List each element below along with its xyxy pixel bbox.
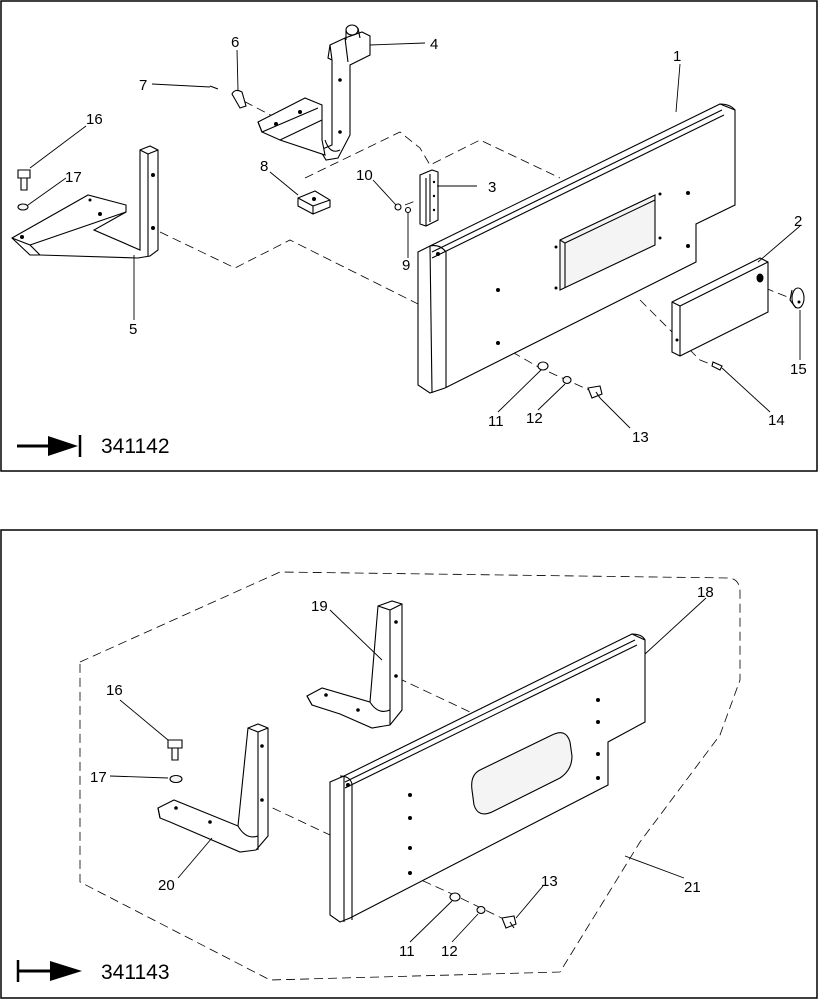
callout-16: 16 <box>106 682 123 699</box>
washer-part-11 <box>537 361 549 371</box>
lock-part-15 <box>789 287 805 309</box>
drawing-code: 341143 <box>101 961 170 984</box>
callout-15: 15 <box>790 361 807 378</box>
assembly-line <box>159 231 421 306</box>
callout-19: 19 <box>311 598 328 615</box>
view-arrow-icon <box>16 960 82 982</box>
assembly-line <box>259 801 331 836</box>
assembly-line <box>304 131 561 179</box>
cover-plate-part-2 <box>671 257 769 357</box>
bolt-part-16 <box>17 169 31 191</box>
callout-9: 9 <box>402 257 410 274</box>
lockwasher-part-12 <box>476 905 486 915</box>
callout-3: 3 <box>488 179 496 196</box>
l-bracket-part-19 <box>306 600 403 729</box>
callout-5: 5 <box>129 321 137 338</box>
l-bracket-part-5 <box>11 145 159 259</box>
screw-part-7 <box>209 85 219 90</box>
callout-16: 16 <box>86 111 103 128</box>
screw-part-13 <box>501 915 517 929</box>
assembly-line <box>404 199 419 206</box>
panel-frame <box>0 0 818 472</box>
drawing-code: 341142 <box>101 435 170 458</box>
callout-8: 8 <box>260 158 268 175</box>
kit-outline-part-21 <box>79 571 741 981</box>
screw-part-14 <box>711 361 723 371</box>
plate-part-18 <box>329 633 646 923</box>
panel-frame <box>0 529 818 999</box>
nut-part-10 <box>394 203 402 211</box>
bolt-part-16 <box>167 739 183 761</box>
callout-7: 7 <box>139 77 147 94</box>
panel-341142: 1 2 3 4 5 6 7 8 9 10 11 12 13 14 15 16 1… <box>0 0 818 472</box>
callout-17: 17 <box>65 169 82 186</box>
washer-part-11 <box>449 892 461 902</box>
callout-14: 14 <box>768 412 785 429</box>
assembly-line <box>764 287 791 299</box>
callout-2: 2 <box>794 213 802 230</box>
callout-13: 13 <box>541 873 558 890</box>
callout-labels: 18 19 16 17 20 11 12 13 21 <box>90 584 714 960</box>
callout-4: 4 <box>430 36 438 53</box>
callout-12: 12 <box>526 410 543 427</box>
callout-12: 12 <box>441 943 458 960</box>
main-panel-part-1 <box>417 103 736 394</box>
arm-bracket-part-4 <box>257 24 371 161</box>
block-part-8 <box>297 190 331 215</box>
callout-11: 11 <box>488 413 504 430</box>
callout-17: 17 <box>90 769 107 786</box>
callout-21: 21 <box>684 879 701 896</box>
screw-part-13 <box>587 385 603 399</box>
callout-leaders <box>27 42 801 429</box>
l-bracket-part-20 <box>157 723 269 853</box>
callout-10: 10 <box>356 167 373 184</box>
callout-18: 18 <box>697 584 714 601</box>
callout-11: 11 <box>399 943 415 960</box>
assembly-line <box>409 874 511 923</box>
assembly-line <box>639 299 719 368</box>
clip-part-6 <box>231 89 247 109</box>
callout-13: 13 <box>632 429 649 446</box>
hinge-part-3 <box>419 169 439 227</box>
callout-leaders <box>109 597 707 943</box>
callout-1: 1 <box>673 48 681 65</box>
callout-20: 20 <box>158 877 175 894</box>
callout-6: 6 <box>231 34 239 51</box>
panel-341143: 18 19 16 17 20 11 12 13 21 341143 <box>0 529 818 999</box>
callout-labels: 1 2 3 4 5 6 7 8 9 10 11 12 13 14 15 16 1… <box>65 34 807 446</box>
view-arrow-icon <box>17 435 82 457</box>
washer-part-17 <box>169 774 183 784</box>
assembly-line <box>397 677 471 713</box>
washer-part-17 <box>17 203 29 211</box>
lockwasher-part-12 <box>562 375 572 385</box>
washer-part-9 <box>404 206 412 214</box>
